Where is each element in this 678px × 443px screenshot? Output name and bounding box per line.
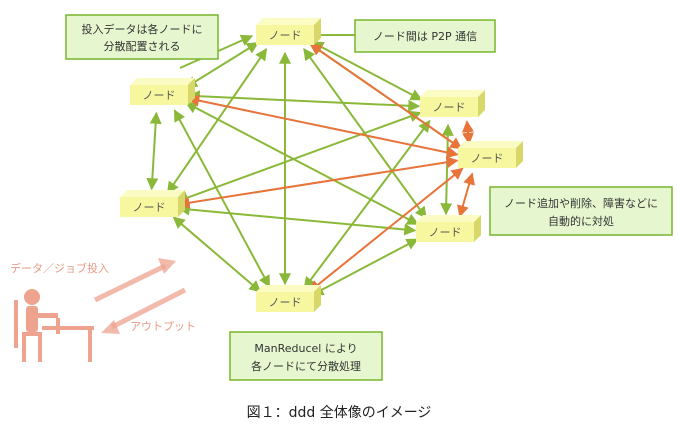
node-block-top xyxy=(120,190,185,197)
p2p-edge-n3-n7 xyxy=(177,203,417,236)
node-block: ノード xyxy=(130,78,195,105)
node-block-top xyxy=(416,215,481,222)
node-block-front xyxy=(120,197,178,217)
node-block: ノード xyxy=(256,18,321,45)
node-block: ノード xyxy=(458,141,523,168)
node-label: ノード xyxy=(143,89,176,102)
p2p-edge-n2-n7 xyxy=(184,101,420,226)
callout-distribute-line1: 投入データは各ノードに xyxy=(82,22,203,36)
node-block-front xyxy=(256,292,314,312)
managed-edge-n4-n5 xyxy=(308,167,464,293)
p2p-edge-n1-n3 xyxy=(166,48,268,194)
node-block: ノード xyxy=(120,190,185,217)
node-block-front xyxy=(458,148,516,168)
p2p-edge-n2-n3 xyxy=(146,111,162,191)
figure-caption: 図１：ddd 全体像のイメージ xyxy=(246,405,432,421)
user-at-desk-icon xyxy=(14,289,94,362)
callout-mapreduce-line2: 各ノードにて分散処理 xyxy=(251,359,361,373)
output-arrow xyxy=(101,287,187,334)
node-block-side xyxy=(478,90,485,117)
callout-distribute: 投入データは各ノードに 分散配置される xyxy=(65,14,219,60)
callout-p2p-line1: ノード間は P2P 通信 xyxy=(373,30,477,43)
node-label: ノード xyxy=(471,152,504,165)
node-block-side xyxy=(516,141,523,168)
callout-distribute-line2: 分散配置される xyxy=(104,39,181,53)
callout-add-remove-line2: 自動的に対処 xyxy=(548,214,614,228)
node-block-side xyxy=(188,78,195,105)
node-block-side xyxy=(178,190,185,217)
node-block-top xyxy=(130,78,195,85)
node-block-top xyxy=(420,90,485,97)
node-block-side xyxy=(314,285,321,312)
edge-group xyxy=(146,41,475,296)
node-block: ノード xyxy=(416,215,481,242)
managed-edge-n3-n5 xyxy=(177,156,459,209)
input-arrow xyxy=(93,258,176,303)
node-label: ノード xyxy=(269,296,302,309)
node-block-top xyxy=(256,18,321,25)
callout-p2p: ノード間は P2P 通信 xyxy=(354,19,496,53)
callout-add-remove: ノード追加や削除、障害などに 自動的に対処 xyxy=(489,186,673,236)
managed-edge-n6-n5 xyxy=(461,120,475,145)
managed-edge-n7-n5 xyxy=(457,172,475,218)
node-block-front xyxy=(420,97,478,117)
callout-mapreduce-line1: ManReducel により xyxy=(254,342,357,355)
p2p-edge-n2-n6 xyxy=(187,90,421,112)
node-block-side xyxy=(474,215,481,242)
callout-add-remove-line1: ノード追加や削除、障害などに xyxy=(504,196,658,210)
node-block: ノード xyxy=(256,285,321,312)
node-block-side xyxy=(314,18,321,45)
p2p-edge-n4-n6 xyxy=(303,119,431,290)
node-block: ノード xyxy=(420,90,485,117)
p2p-edge-n3-n4 xyxy=(172,216,262,293)
callout-mapreduce: ManReducel により 各ノードにて分散処理 xyxy=(229,331,383,381)
node-label: ノード xyxy=(269,29,302,42)
node-block-front xyxy=(416,222,474,242)
output-label: アウトプット xyxy=(130,320,196,333)
node-block-top xyxy=(458,141,523,148)
node-label: ノード xyxy=(433,101,466,114)
input-label: データ／ジョブ投入 xyxy=(10,261,109,275)
managed-edge-n2-n5 xyxy=(187,94,459,159)
node-block-front xyxy=(130,85,188,105)
node-label: ノード xyxy=(429,226,462,239)
node-block-front xyxy=(256,25,314,45)
node-block-top xyxy=(256,285,321,292)
node-label: ノード xyxy=(133,201,166,214)
